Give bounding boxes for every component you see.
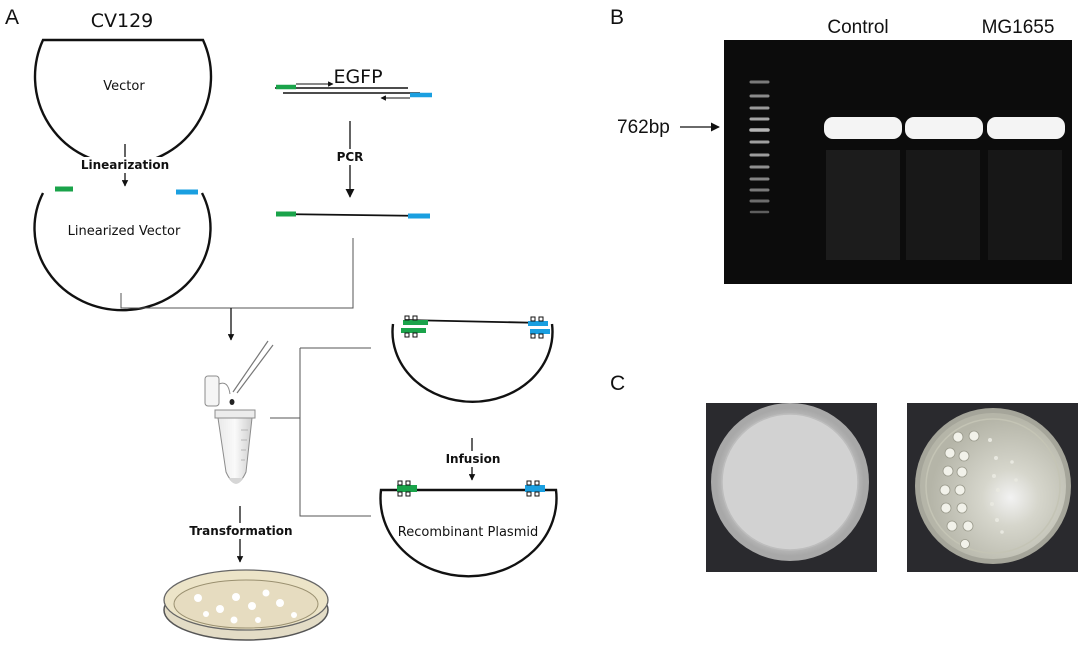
linearization-step-label: Linearization xyxy=(81,158,169,172)
reaction-tube-icon xyxy=(204,375,256,484)
plate-photo-control xyxy=(706,403,877,572)
band-lane-2 xyxy=(905,117,983,139)
lane-smear-2 xyxy=(988,150,1062,260)
annealed-blue-junction xyxy=(528,316,550,339)
pipette-tip-icon xyxy=(229,340,274,405)
vector-circle xyxy=(33,38,213,166)
dna-ladder xyxy=(749,80,770,214)
lane-label-control: Control xyxy=(827,17,888,38)
recombinant-plasmid-label: Recombinant Plasmid xyxy=(398,525,538,540)
lane-label-strain: MG1655 xyxy=(982,17,1055,38)
panel-letter-c: C xyxy=(610,372,625,395)
transformation-step-label: Transformation xyxy=(189,524,292,538)
merge-connector xyxy=(120,238,354,309)
lane-smear-1 xyxy=(906,150,980,260)
lane-smear-control xyxy=(826,150,900,260)
petri-dish-icon xyxy=(163,569,329,641)
bracket-connector-2 xyxy=(299,348,371,517)
recombinant-green-junction xyxy=(397,480,417,497)
annealed-plasmid-arc xyxy=(391,323,554,403)
pcr-product-strand xyxy=(275,213,431,217)
vector-name-label: CV129 xyxy=(91,10,154,32)
annealed-green-junction xyxy=(401,315,428,338)
panel-letter-a: A xyxy=(5,6,19,29)
band-control xyxy=(824,117,902,139)
annealed-insert-strand xyxy=(404,319,546,324)
panel-letter-b: B xyxy=(610,6,624,29)
linearized-vector-label: Linearized Vector xyxy=(68,224,181,239)
infusion-step-label: Infusion xyxy=(446,452,501,466)
band-lane-3 xyxy=(987,117,1065,139)
vector-label: Vector xyxy=(103,79,145,94)
recombinant-blue-junction xyxy=(525,480,545,497)
band-size-label: 762bp xyxy=(617,117,670,138)
linearized-vector-arc xyxy=(33,192,212,312)
insert-name-label: EGFP xyxy=(333,66,382,88)
pcr-step-label: PCR xyxy=(337,150,364,164)
recombinant-plasmid-circle xyxy=(379,488,558,578)
plate-photo-phage xyxy=(907,403,1078,572)
